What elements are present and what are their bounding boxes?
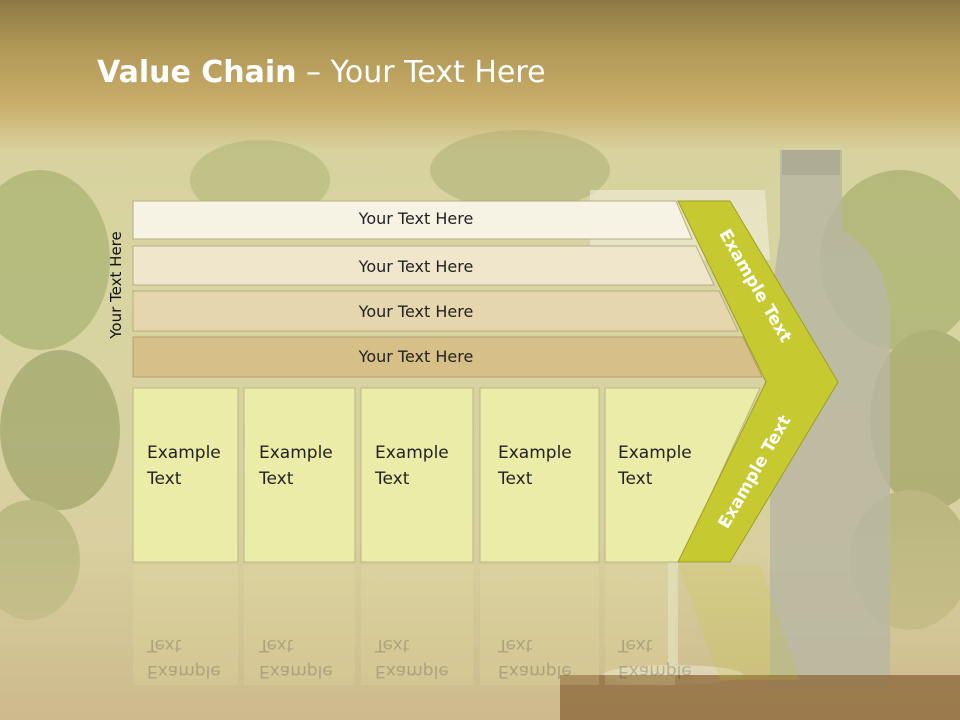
table-top [560, 675, 960, 720]
row-label-3: Your Text Here [358, 302, 474, 321]
title-bar [0, 0, 960, 150]
cell-label-2: Example Text [259, 443, 333, 489]
cell-box-1 [132, 387, 239, 563]
cell-reflection-4: Example Text [498, 635, 572, 681]
cell-label-4: Example Text [498, 443, 572, 489]
cell-box-3 [360, 387, 474, 563]
row-bar-1 [132, 200, 693, 240]
cell-reflection-1: Example Text [147, 635, 221, 681]
cell-reflection-2: Example Text [259, 635, 333, 681]
cell-box-4 [479, 387, 600, 563]
reflection-group [133, 565, 800, 685]
cell-reflection-3: Example Text [375, 635, 449, 681]
row-bar-3 [132, 290, 739, 332]
cell-box-2 [243, 387, 356, 563]
chevron-arrow [677, 200, 839, 563]
row-bar-4 [132, 336, 763, 378]
cell-label-1: Example Text [147, 443, 221, 489]
wine-bottle [770, 150, 890, 690]
row-label-2: Your Text Here [358, 257, 474, 276]
cell-reflection-5: Example Text [618, 635, 692, 681]
row-label-4: Your Text Here [358, 347, 474, 366]
slide-title: Value Chain – Your Text Here [97, 55, 546, 90]
title-bold: Value Chain [97, 55, 297, 90]
cell-label-3: Example Text [375, 443, 449, 489]
title-rest: – Your Text Here [296, 55, 546, 90]
row-label-1: Your Text Here [358, 209, 474, 228]
row-bar-2 [132, 245, 715, 286]
cell-label-5: Example Text [618, 443, 692, 489]
